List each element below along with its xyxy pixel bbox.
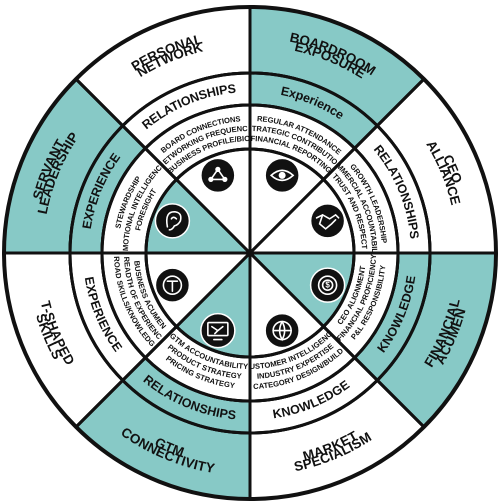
divider-line [74, 77, 178, 181]
svg-text:$: $ [325, 280, 330, 289]
globe-icon [264, 312, 300, 349]
ring-outline [2, 5, 498, 501]
wheel-dividers [2, 5, 498, 501]
divider-line [322, 77, 426, 181]
people-network-icon [200, 157, 236, 194]
ring-outline [144, 147, 356, 359]
divider-line [74, 325, 178, 429]
ring-outline [100, 103, 400, 403]
eye-icon [264, 157, 300, 194]
ear-icon [154, 203, 191, 239]
t-badge-icon [154, 267, 191, 303]
divider-line [322, 325, 426, 429]
ring-outline [68, 71, 432, 435]
money-cog-icon: $ [309, 267, 346, 303]
icon-discs: $ [154, 157, 346, 349]
handshake-icon [309, 203, 346, 239]
network-monitor-icon [200, 312, 236, 349]
